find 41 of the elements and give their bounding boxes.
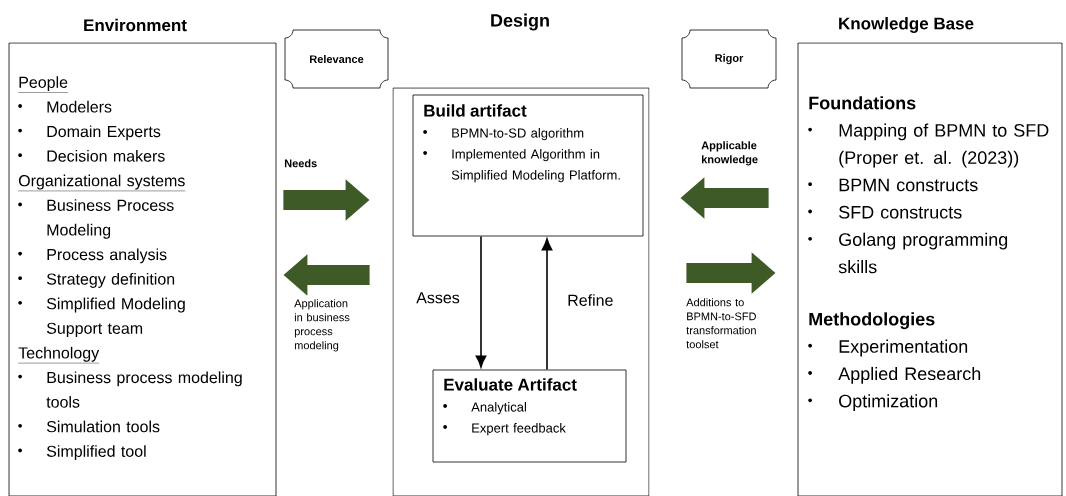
bullet-item: Simplified tool (46, 445, 146, 461)
section-heading: Evaluate Artifact (444, 378, 577, 391)
edge-label: Application in business process modeling (294, 299, 350, 352)
section-heading: Methodologies (809, 312, 935, 330)
bullet-item: Expert feedback (472, 423, 566, 436)
panel-heading: Design (491, 13, 549, 31)
bullet-item: Experimentation (839, 339, 968, 357)
panel-heading: Knowledge Base (839, 17, 974, 33)
arrow (541, 238, 553, 371)
bullet-item: SFD constructs (839, 205, 962, 219)
arrow (475, 235, 487, 368)
bullet-item: Golang programming skills (838, 232, 1008, 274)
edge-label: Applicable knowledge (701, 141, 758, 166)
bullet-item: Applied Research (838, 366, 981, 384)
bullet-item: BPMN constructs (839, 178, 978, 192)
bullet-item: Analytical (471, 402, 526, 415)
section-heading: Build artifact (424, 104, 527, 117)
bullet-item: Mapping of BPMN to SFD (Proper et. al. (2023)) (839, 123, 1049, 168)
plaque-label: Relevance (284, 29, 389, 89)
bullet-item: Modelers (47, 100, 112, 113)
bullet-item: Implemented Algorithm in Simplified Modeling Platform. (451, 149, 620, 183)
edge-label: Asses (416, 292, 460, 304)
edge-label: Additions to BPMN-to-SFD transformation toolset (686, 298, 756, 349)
panel-heading: Environment (84, 18, 187, 32)
section-heading: Technology (18, 346, 100, 364)
bullet-item: Strategy definition (46, 273, 175, 288)
bullet-item: Process analysis (47, 248, 167, 264)
plaque-label: Rigor (681, 29, 777, 89)
section-heading: Foundations (809, 96, 916, 110)
bullet-item: Simplified Modeling Support team (46, 297, 185, 338)
bullet-item: Business Process Modeling (47, 199, 174, 239)
bullet-item: Optimization (839, 394, 938, 411)
edge-label: Needs (284, 159, 317, 168)
section-heading: People (18, 76, 69, 93)
edge-label: Refine (568, 294, 613, 306)
section-heading: Organizational systems (18, 174, 186, 192)
bullet-item: Decision makers (47, 150, 165, 162)
bullet-item: Domain Experts (47, 125, 161, 141)
bullet-item: BPMN-to-SD algorithm (452, 128, 584, 141)
bullet-item: Business process modeling tools (46, 371, 242, 408)
bullet-item: Simulation tools (46, 420, 160, 433)
